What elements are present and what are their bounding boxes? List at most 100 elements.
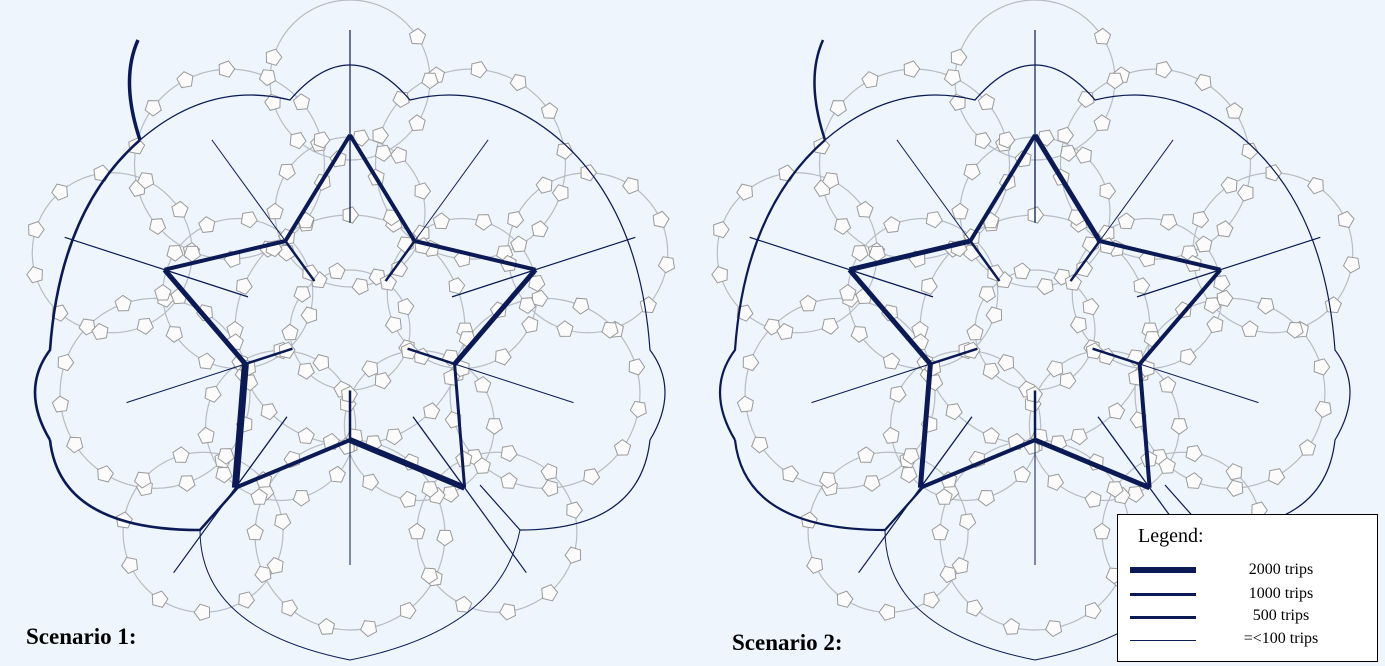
tile [1338,211,1354,227]
tile [1118,213,1134,229]
radial-connector [65,237,165,269]
tile [194,604,209,620]
tile [329,466,345,482]
scenario-1-map-panel: Scenario 1: [0,0,690,666]
tile [155,285,171,300]
tile [567,502,583,518]
tile [1094,523,1110,538]
tile [712,267,728,283]
tile [343,207,358,223]
corridor-segment [235,364,245,488]
corridor-segment [455,270,536,364]
tile [433,213,449,229]
tile [800,295,816,311]
tile [1315,401,1331,417]
tile [1014,263,1030,279]
tile [122,557,138,573]
tile [471,62,487,78]
radial-connector [465,488,527,573]
tile [629,359,645,375]
tile [1156,62,1172,78]
outer-corner-arc [129,40,140,140]
tile [814,138,830,154]
tile [852,246,868,262]
tile [1037,279,1053,295]
tile [1095,28,1111,44]
tile [501,473,517,489]
tile [584,469,600,485]
tile [830,101,846,116]
tile [475,377,491,393]
tile [1258,298,1274,314]
tile [879,604,894,620]
tile [199,217,215,233]
tile [29,222,44,238]
legend-entry-500: 500 trips [1118,607,1377,629]
radial-connector [1220,237,1320,269]
tile [298,428,314,444]
tile [1058,127,1073,143]
tile [779,165,795,181]
tile [1107,73,1123,88]
tile [179,476,195,492]
legend-label-100: =<100 trips [1226,630,1336,648]
tile [1242,321,1258,337]
tile [840,285,856,300]
tile [940,566,956,582]
tile [1171,419,1187,434]
tile [1028,207,1043,223]
tile [415,183,431,199]
tile [219,61,235,77]
tile [1071,429,1087,445]
tile [508,212,524,228]
tile [783,466,799,482]
tile [1085,491,1101,507]
tile [857,201,873,217]
tile [329,263,345,279]
corridor-segment [165,270,246,364]
radial-connector [812,364,931,403]
tile [999,132,1015,148]
tile [967,324,983,340]
legend-entry-2000: 2000 trips [1118,561,1377,583]
tile [659,257,675,273]
tile [1325,297,1341,313]
tile [932,524,948,540]
tile [1083,299,1099,315]
tile [952,203,968,218]
tile [864,476,880,492]
tile [279,164,295,180]
tile [386,317,402,333]
tile [1048,474,1064,490]
tile [282,600,298,616]
tile [247,524,263,540]
tile [653,211,669,227]
tile [975,133,991,149]
tile [883,427,899,443]
tile [67,437,83,453]
tile [1214,276,1230,292]
scenario-1-label: Scenario 1: [26,624,137,650]
tile [858,447,874,463]
tile [301,307,317,323]
tile [267,203,283,218]
tile [1014,466,1030,482]
tile [623,178,639,194]
corridor-segment [1140,270,1221,364]
tile [456,596,472,612]
legend-title: Legend: [1138,525,1204,548]
tile [400,491,416,507]
tile [1242,143,1258,159]
tile [199,353,215,369]
tile [375,373,391,389]
tile [1046,621,1062,637]
tile [166,327,182,343]
tile [1300,440,1316,456]
tile [926,212,942,228]
tile [1221,177,1237,193]
tile [293,491,309,507]
tile [737,396,753,412]
tile [266,49,282,65]
tile [409,115,425,131]
tile [52,396,68,412]
